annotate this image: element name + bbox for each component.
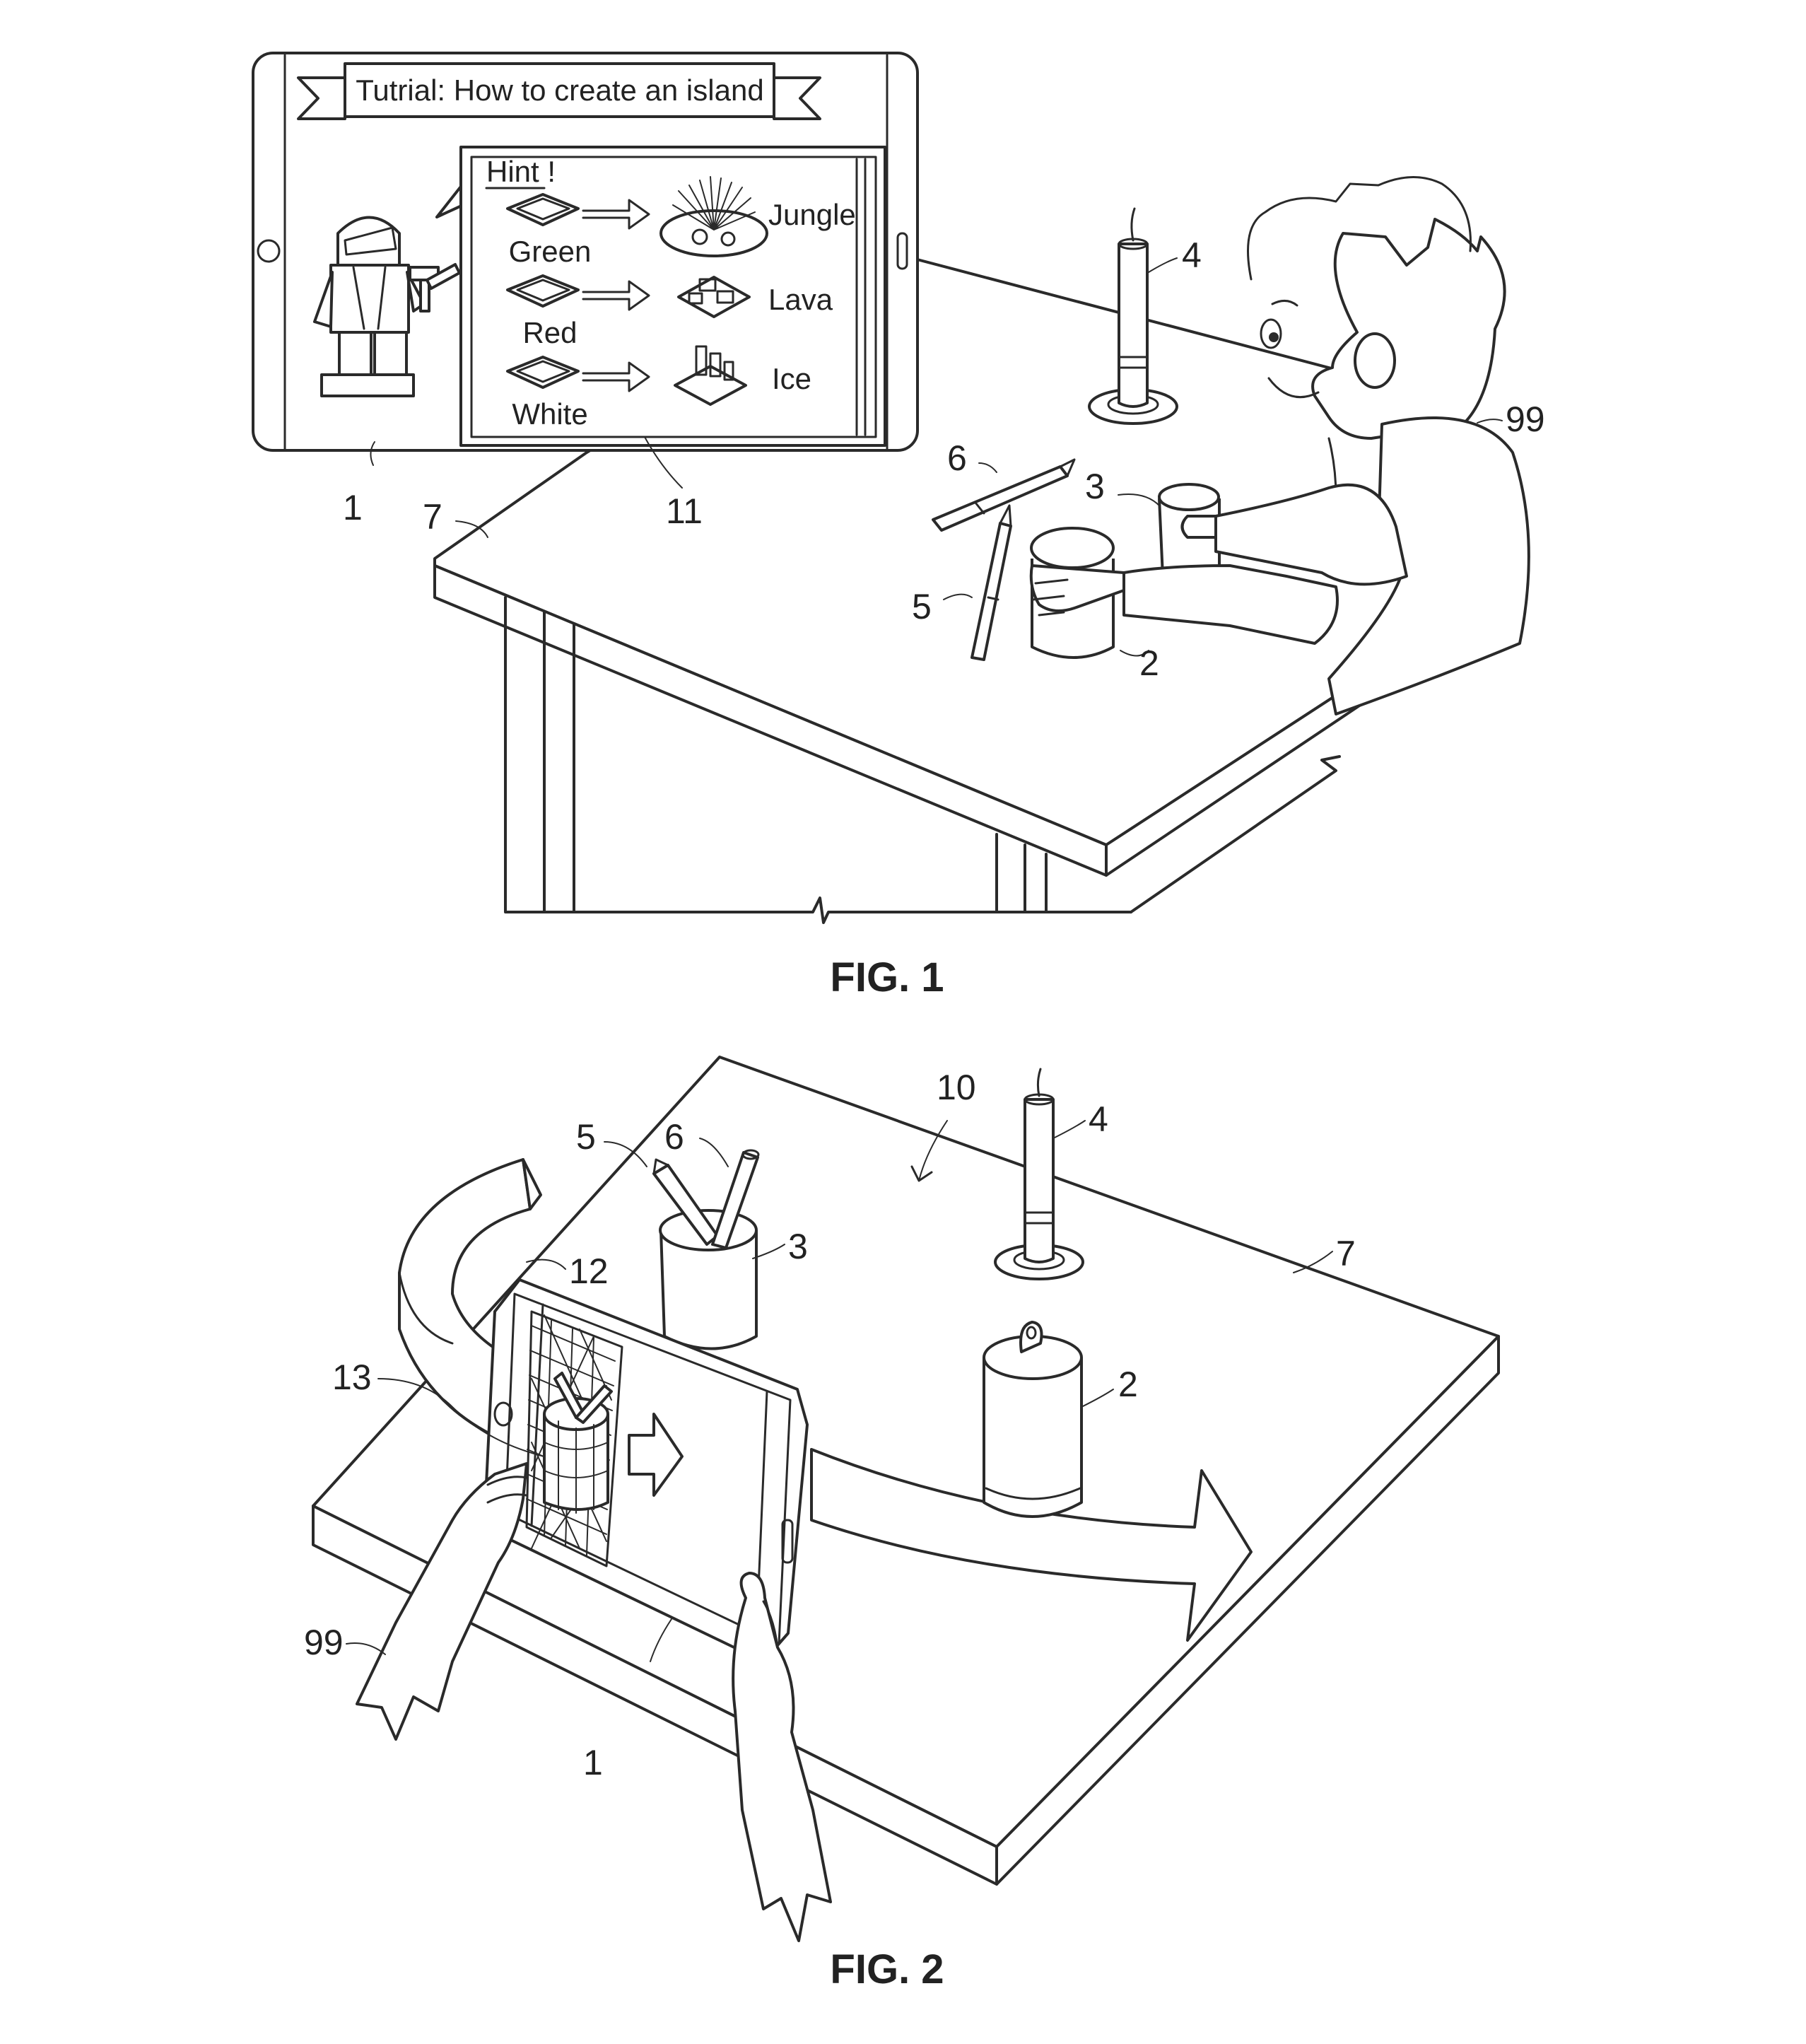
side-button-icon [781,1519,794,1564]
brick-label-red: Red [522,316,577,349]
red-brick-icon [506,274,580,308]
result-label-jungle: Jungle [768,198,856,231]
hint-row-red: Red Lava [506,274,833,349]
virtual-model-13 [543,1372,613,1514]
ice-island-icon [674,345,747,406]
ref-6-fig1: 6 [947,438,967,478]
fig1-caption: FIG. 1 [830,954,944,1000]
pen-fig1 [932,458,1076,532]
hint-panel: Hint ! Green Jungle [435,146,886,447]
hint-row-green: Green Jungle [506,176,856,268]
figure-1: Tutrial: How to create an island [252,52,1545,1000]
ref-6-fig2: 6 [664,1117,684,1157]
result-label-ice: Ice [772,362,811,395]
figure-2: 1 2 3 4 5 6 7 10 12 13 99 FIG. 2 [304,1056,1500,1992]
user-hands-fig2 [356,1462,832,1942]
ref-5-fig1: 5 [912,587,932,626]
ref-99-fig2: 99 [304,1623,344,1662]
ref-3-fig1: 3 [1085,467,1105,506]
fig2-reference-numerals: 1 2 3 4 5 6 7 10 12 13 99 [304,1068,1356,1782]
white-brick-icon [506,356,580,389]
fig1-reference-numerals: 1 2 3 4 5 6 7 11 99 [343,235,1545,683]
ref-7-fig2: 7 [1336,1234,1356,1273]
ref-99-fig1: 99 [1506,399,1545,439]
jungle-island-icon [659,176,768,257]
pen-fig2 [711,1149,760,1249]
hint-row-white: White Ice [506,345,811,431]
screen-arrow-icon [628,1413,684,1497]
home-button-icon [493,1401,513,1427]
candle-fig1 [1088,207,1178,425]
minifigure-illustration [313,216,461,397]
result-label-lava: Lava [768,283,833,316]
banner-title: Tutrial: How to create an island [356,74,763,107]
ref-12-fig2: 12 [569,1251,609,1291]
ref-13-fig2: 13 [332,1357,372,1397]
home-button-icon [257,239,281,263]
ref-2-fig2: 2 [1118,1365,1138,1404]
tablet-fig2 [483,1278,809,1663]
brick-label-white: White [512,397,587,431]
brick-label-green: Green [509,235,592,268]
hint-title: Hint ! [486,155,556,188]
ref-1-fig1: 1 [343,488,363,527]
fig2-caption: FIG. 2 [830,1946,944,1992]
ref-11-fig1: 11 [666,491,703,531]
ref-10-fig2: 10 [937,1068,976,1107]
ref-2-fig1: 2 [1139,643,1159,683]
candle-fig2 [994,1068,1084,1280]
pencil-fig1 [971,504,1012,661]
green-brick-icon [506,193,580,226]
ref-5-fig2: 5 [576,1117,596,1157]
tutorial-banner: Tutrial: How to create an island [297,62,821,120]
user-boy-fig1 [1122,176,1530,716]
can-fig2 [983,1321,1083,1518]
lava-island-icon [677,276,751,318]
side-button-icon [896,232,908,270]
can-fig1 [1029,527,1125,659]
table-fig2 [312,1056,1500,1886]
ref-1-fig2: 1 [583,1743,603,1782]
ref-3-fig2: 3 [788,1227,808,1266]
ref-7-fig1: 7 [423,497,442,537]
tablet-fig1: Tutrial: How to create an island [252,52,919,452]
ref-4-fig2: 4 [1089,1099,1108,1139]
ref-4-fig1: 4 [1182,235,1202,275]
